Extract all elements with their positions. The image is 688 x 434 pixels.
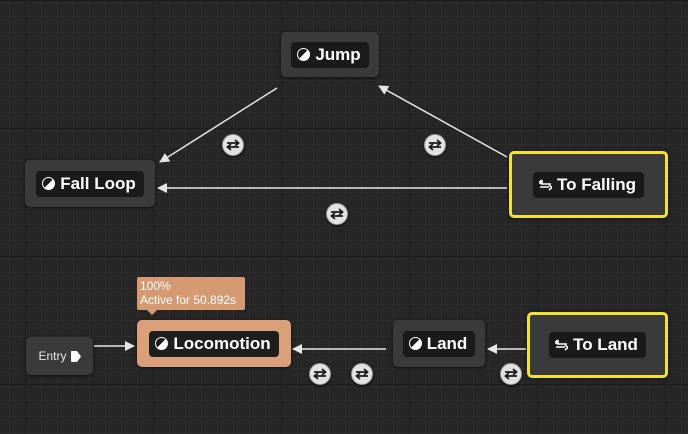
entry-label: Entry (38, 349, 67, 363)
conduit-node-to-falling-body: To Falling (523, 161, 654, 208)
transition-rule-icon[interactable] (351, 363, 373, 385)
transition-rule-icon[interactable] (326, 203, 348, 225)
state-label-jump: Jump (315, 44, 361, 64)
state-node-land-title: Land (402, 330, 476, 357)
tooltip-active-time: Active for 50.892s (140, 293, 237, 307)
tooltip-weight: 100% (140, 279, 171, 293)
conduit-node-to-land[interactable]: To Land (527, 312, 668, 378)
state-icon (408, 337, 422, 350)
conduit-node-to-land-body: To Land (538, 322, 657, 368)
conduit-arrows-icon (555, 339, 569, 351)
exec-pin-icon[interactable] (70, 350, 81, 362)
conduit-node-to-land-title: To Land (549, 332, 646, 358)
active-state-tooltip: 100% Active for 50.892s (137, 277, 245, 315)
state-node-locomotion-title: Locomotion (149, 330, 279, 357)
conduit-node-to-falling-title: To Falling (532, 171, 644, 198)
state-node-jump-title: Jump (291, 41, 369, 68)
state-node-fall-loop-title: Fall Loop (36, 170, 144, 197)
state-node-fall-loop[interactable]: Fall Loop (25, 160, 155, 207)
state-label-land: Land (426, 333, 468, 353)
state-node-locomotion[interactable]: Locomotion (137, 320, 291, 367)
entry-node[interactable]: Entry (26, 337, 93, 375)
transition-rule-icon[interactable] (309, 363, 331, 385)
state-node-jump[interactable]: Jump (281, 32, 379, 77)
state-icon (297, 48, 311, 61)
conduit-label-to-land: To Land (573, 335, 638, 354)
state-icon (155, 337, 169, 350)
conduit-node-to-falling[interactable]: To Falling (509, 151, 668, 218)
conduit-arrows-icon (538, 178, 552, 191)
state-label-fall-loop: Fall Loop (60, 173, 136, 193)
wire-jump-to-fallloop (159, 87, 278, 163)
state-label-locomotion: Locomotion (173, 333, 271, 353)
state-icon (42, 177, 56, 190)
conduit-label-to-falling: To Falling (556, 174, 636, 194)
transition-rule-icon[interactable] (424, 134, 446, 156)
state-node-land[interactable]: Land (393, 320, 485, 367)
transition-rule-icon[interactable] (222, 134, 244, 156)
transition-rule-icon[interactable] (500, 363, 522, 385)
